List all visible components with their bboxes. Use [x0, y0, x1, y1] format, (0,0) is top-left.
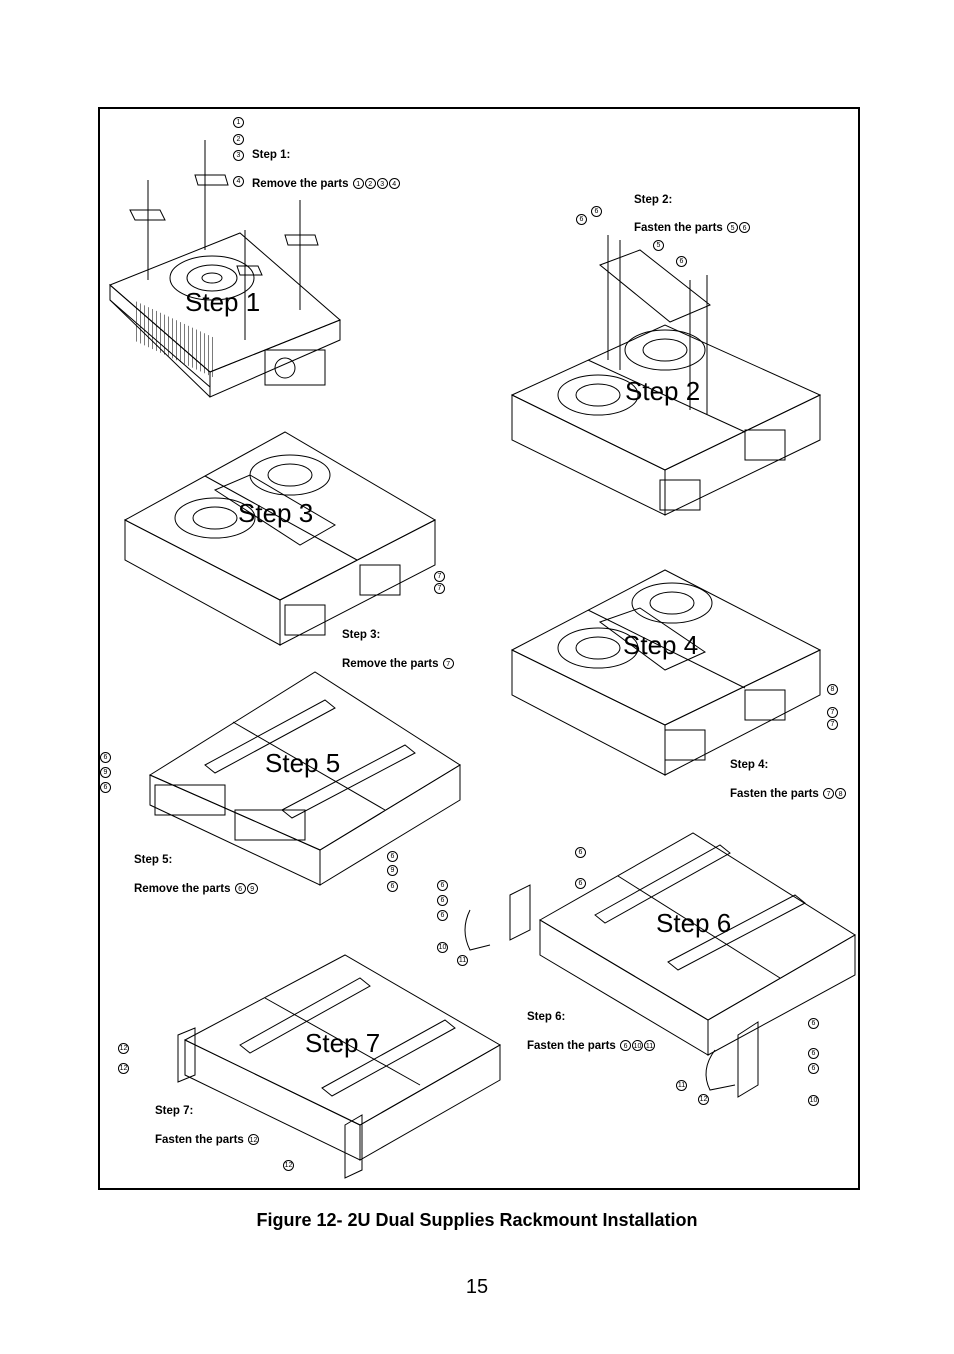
step6-heading: Step 6: — [527, 1011, 566, 1023]
step3-description: Remove the parts 7 — [342, 658, 454, 670]
step3-heading: Step 3: — [342, 629, 381, 641]
part-callout: 6 — [437, 895, 448, 906]
part-callout: 11 — [457, 955, 468, 966]
part-callout: 6 — [100, 782, 111, 793]
step6-unit-illustration — [464, 832, 856, 1098]
part-callout: 6 — [100, 752, 111, 763]
part-callout: 11 — [676, 1080, 687, 1091]
step7-big-label: Step 7 — [305, 1028, 381, 1058]
part-callout: 7 — [827, 707, 838, 718]
part-callout: 3 — [233, 150, 244, 161]
figure-frame — [98, 107, 860, 1190]
step7-description: Fasten the parts 12 — [155, 1134, 260, 1146]
part-callout: 6 — [576, 214, 587, 225]
figure-caption: Figure 12- 2U Dual Supplies Rackmount In… — [256, 1210, 698, 1230]
step7-unit-illustration — [177, 954, 502, 1179]
step4-big-label: Step 4 — [623, 630, 699, 660]
step5-big-label: Step 5 — [265, 748, 341, 778]
part-callout: 6 — [676, 256, 687, 267]
part-callout: 12 — [283, 1160, 294, 1171]
step4-unit-illustration — [510, 569, 822, 776]
step2-unit-illustration — [510, 235, 822, 516]
part-callout: 9 — [100, 767, 111, 778]
step2-heading: Step 2: — [634, 194, 673, 206]
part-callout: 6 — [808, 1048, 819, 1059]
part-callout: 7 — [434, 571, 445, 582]
part-callout: 4 — [233, 176, 244, 187]
step5-unit-illustration — [148, 671, 461, 886]
part-callout: 6 — [387, 851, 398, 862]
part-callout: 6 — [437, 910, 448, 921]
part-callout: 5 — [653, 240, 664, 251]
step3-big-label: Step 3 — [238, 498, 314, 528]
step1-unit-illustration — [109, 140, 341, 398]
part-callout: 12 — [698, 1094, 709, 1105]
part-callout: 6 — [387, 881, 398, 892]
part-callout: 6 — [575, 847, 586, 858]
step6-big-label: Step 6 — [656, 908, 732, 938]
part-callout: 1 — [233, 117, 244, 128]
step1-heading: Step 1: — [252, 149, 291, 161]
part-callout: 10 — [437, 942, 448, 953]
part-callout: 6 — [808, 1063, 819, 1074]
part-callout: 7 — [827, 719, 838, 730]
part-callout: 7 — [434, 583, 445, 594]
part-callout: 8 — [827, 684, 838, 695]
part-callout: 6 — [591, 206, 602, 217]
part-callout: 6 — [437, 880, 448, 891]
step1-big-label: Step 1 — [185, 287, 261, 317]
part-callout: 9 — [387, 865, 398, 876]
part-callout: 2 — [233, 134, 244, 145]
step3-unit-illustration — [123, 431, 437, 646]
part-callout: 12 — [118, 1063, 129, 1074]
step2-big-label: Step 2 — [625, 376, 701, 406]
step5-heading: Step 5: — [134, 854, 173, 866]
step7-heading: Step 7: — [155, 1105, 194, 1117]
part-callout: 6 — [575, 878, 586, 889]
step4-heading: Step 4: — [730, 759, 769, 771]
part-callout: 10 — [808, 1095, 819, 1106]
page-number: 15 — [465, 1276, 489, 1298]
part-callout: 12 — [118, 1043, 129, 1054]
part-callout: 6 — [808, 1018, 819, 1029]
